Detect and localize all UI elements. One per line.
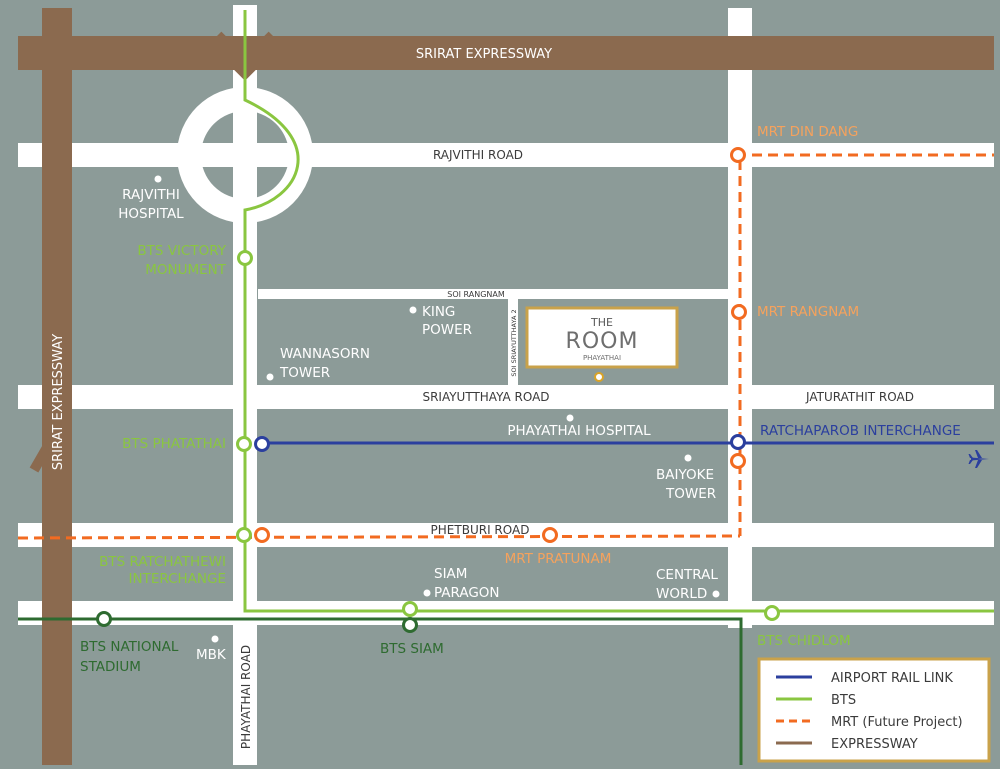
place-labels: RAJVITHI HOSPITAL KING POWER WANNASORN T… (118, 187, 718, 663)
label-rajvithi: RAJVITHI ROAD (433, 148, 523, 162)
station-marker-ratchaparob-mrt (730, 453, 746, 469)
station-marker-ratchaparob-arl (730, 434, 746, 450)
station-marker-rangnam (731, 304, 747, 320)
dot-king-power (409, 306, 417, 314)
label-phayathai: PHAYATHAI ROAD (239, 645, 253, 749)
label-phetburi: PHETBURI ROAD (431, 523, 530, 537)
label-victory-2: MONUMENT (145, 262, 227, 278)
road-network (18, 5, 994, 765)
label-phatathai: BTS PHATATHAI (122, 436, 226, 452)
label-national-2: STADIUM (80, 659, 141, 675)
label-wannasorn-1: WANNASORN (280, 346, 370, 362)
phetburi-road (18, 523, 994, 547)
label-mbk: MBK (196, 647, 227, 663)
label-din-dang: MRT DIN DANG (757, 124, 858, 140)
station-marker-ratchathewi-mrt (254, 527, 270, 543)
label-central-world-1: CENTRAL (656, 567, 718, 583)
station-marker-siam-lower (402, 617, 418, 633)
label-pratunam: MRT PRATUNAM (505, 551, 612, 567)
station-markers (96, 147, 780, 633)
label-baiyoke-2: TOWER (665, 486, 716, 502)
label-siam-paragon-1: SIAM (434, 566, 467, 582)
label-srirat-left: SRIRAT EXPRESSWAY (51, 334, 66, 470)
dot-central-world (712, 590, 720, 598)
label-chidlom: BTS CHIDLOM (757, 633, 851, 649)
dot-wannasorn (266, 373, 274, 381)
srirat-expressway-left (42, 8, 72, 765)
label-jaturathit: JATURATHIT ROAD (805, 390, 914, 404)
soi-rangnam-road (258, 289, 728, 299)
station-marker-pratunam (542, 527, 558, 543)
dot-phayathai-hospital (566, 414, 574, 422)
label-siam: BTS SIAM (380, 641, 444, 657)
label-national-1: BTS NATIONAL (80, 639, 179, 655)
label-siam-paragon-2: PARAGON (434, 585, 500, 601)
station-marker-phatathai-arl (254, 436, 270, 452)
label-wannasorn-2: TOWER (279, 365, 330, 381)
project-brand-location: PHAYATHAI (583, 354, 621, 362)
label-srirat-top: SRIRAT EXPRESSWAY (416, 47, 552, 62)
label-rajvithi-hospital-2: HOSPITAL (118, 206, 184, 222)
legend-label-1: BTS (831, 693, 856, 708)
dot-rajvithi-hospital (154, 175, 162, 183)
station-marker-national (96, 611, 112, 627)
label-soi-rangnam: SOI RANGNAM (447, 290, 505, 299)
station-marker-phatathai-bts (236, 436, 252, 452)
expressways (18, 8, 994, 765)
label-sriayutthaya: SRIAYUTTHAYA ROAD (422, 390, 549, 404)
station-marker-chidlom (764, 605, 780, 621)
project-brand-the: THE (590, 316, 613, 329)
label-victory-1: BTS VICTORY (137, 243, 226, 259)
station-marker-victory (237, 250, 253, 266)
station-marker-siam-upper (402, 601, 418, 617)
project-marker[interactable]: THE ROOM PHAYATHAI (525, 306, 679, 382)
bts-line-sukhumvit (243, 10, 994, 613)
airplane-icon (968, 450, 989, 468)
mrt-line-phetburi (17, 534, 741, 540)
label-phayathai-hospital: PHAYATHAI HOSPITAL (507, 423, 651, 439)
bts-line-dark (18, 617, 743, 765)
rama1-road (18, 601, 994, 625)
label-soi-sriayutthaya: SOI SRIAYUTTHAYA 2 (510, 309, 518, 376)
label-baiyoke-1: BAIYOKE (656, 467, 714, 483)
project-location-pin (594, 372, 604, 382)
legend-label-2: MRT (Future Project) (831, 715, 963, 730)
project-brand-room: ROOM (566, 329, 639, 354)
station-labels: BTS VICTORY MONUMENT BTS PHATATHAI BTS R… (80, 124, 961, 675)
dot-siam-paragon (423, 589, 431, 597)
label-central-world-2: WORLD (656, 586, 707, 602)
label-ratchathewi-2: INTERCHANGE (129, 571, 226, 587)
label-king-power-2: POWER (422, 322, 472, 338)
legend-label-0: AIRPORT RAIL LINK (831, 671, 953, 686)
dot-baiyoke (684, 454, 692, 462)
landmark-dots (154, 175, 720, 643)
legend: AIRPORT RAIL LINK BTS MRT (Future Project)… (757, 657, 991, 763)
sriayutthaya-road (18, 385, 994, 409)
label-ratchaparob: RATCHAPAROB INTERCHANGE (760, 423, 961, 439)
srirat-expressway-top (18, 36, 994, 70)
label-ratchathewi-1: BTS RATCHATHEWI (99, 554, 226, 570)
station-marker-din-dang (730, 147, 746, 163)
soi-sriayutthaya-road (508, 299, 518, 385)
label-rajvithi-hospital-1: RAJVITHI (122, 187, 180, 203)
road-labels: SRIRAT EXPRESSWAY SRIRAT EXPRESSWAY RAJV… (51, 47, 914, 749)
legend-label-3: EXPRESSWAY (831, 737, 918, 752)
transit-lines (17, 10, 994, 765)
label-king-power-1: KING (422, 304, 455, 320)
label-rangnam: MRT RANGNAM (757, 304, 859, 320)
dot-mbk (211, 635, 219, 643)
project-box[interactable] (525, 306, 679, 369)
station-marker-ratchathewi-bts (236, 527, 252, 543)
